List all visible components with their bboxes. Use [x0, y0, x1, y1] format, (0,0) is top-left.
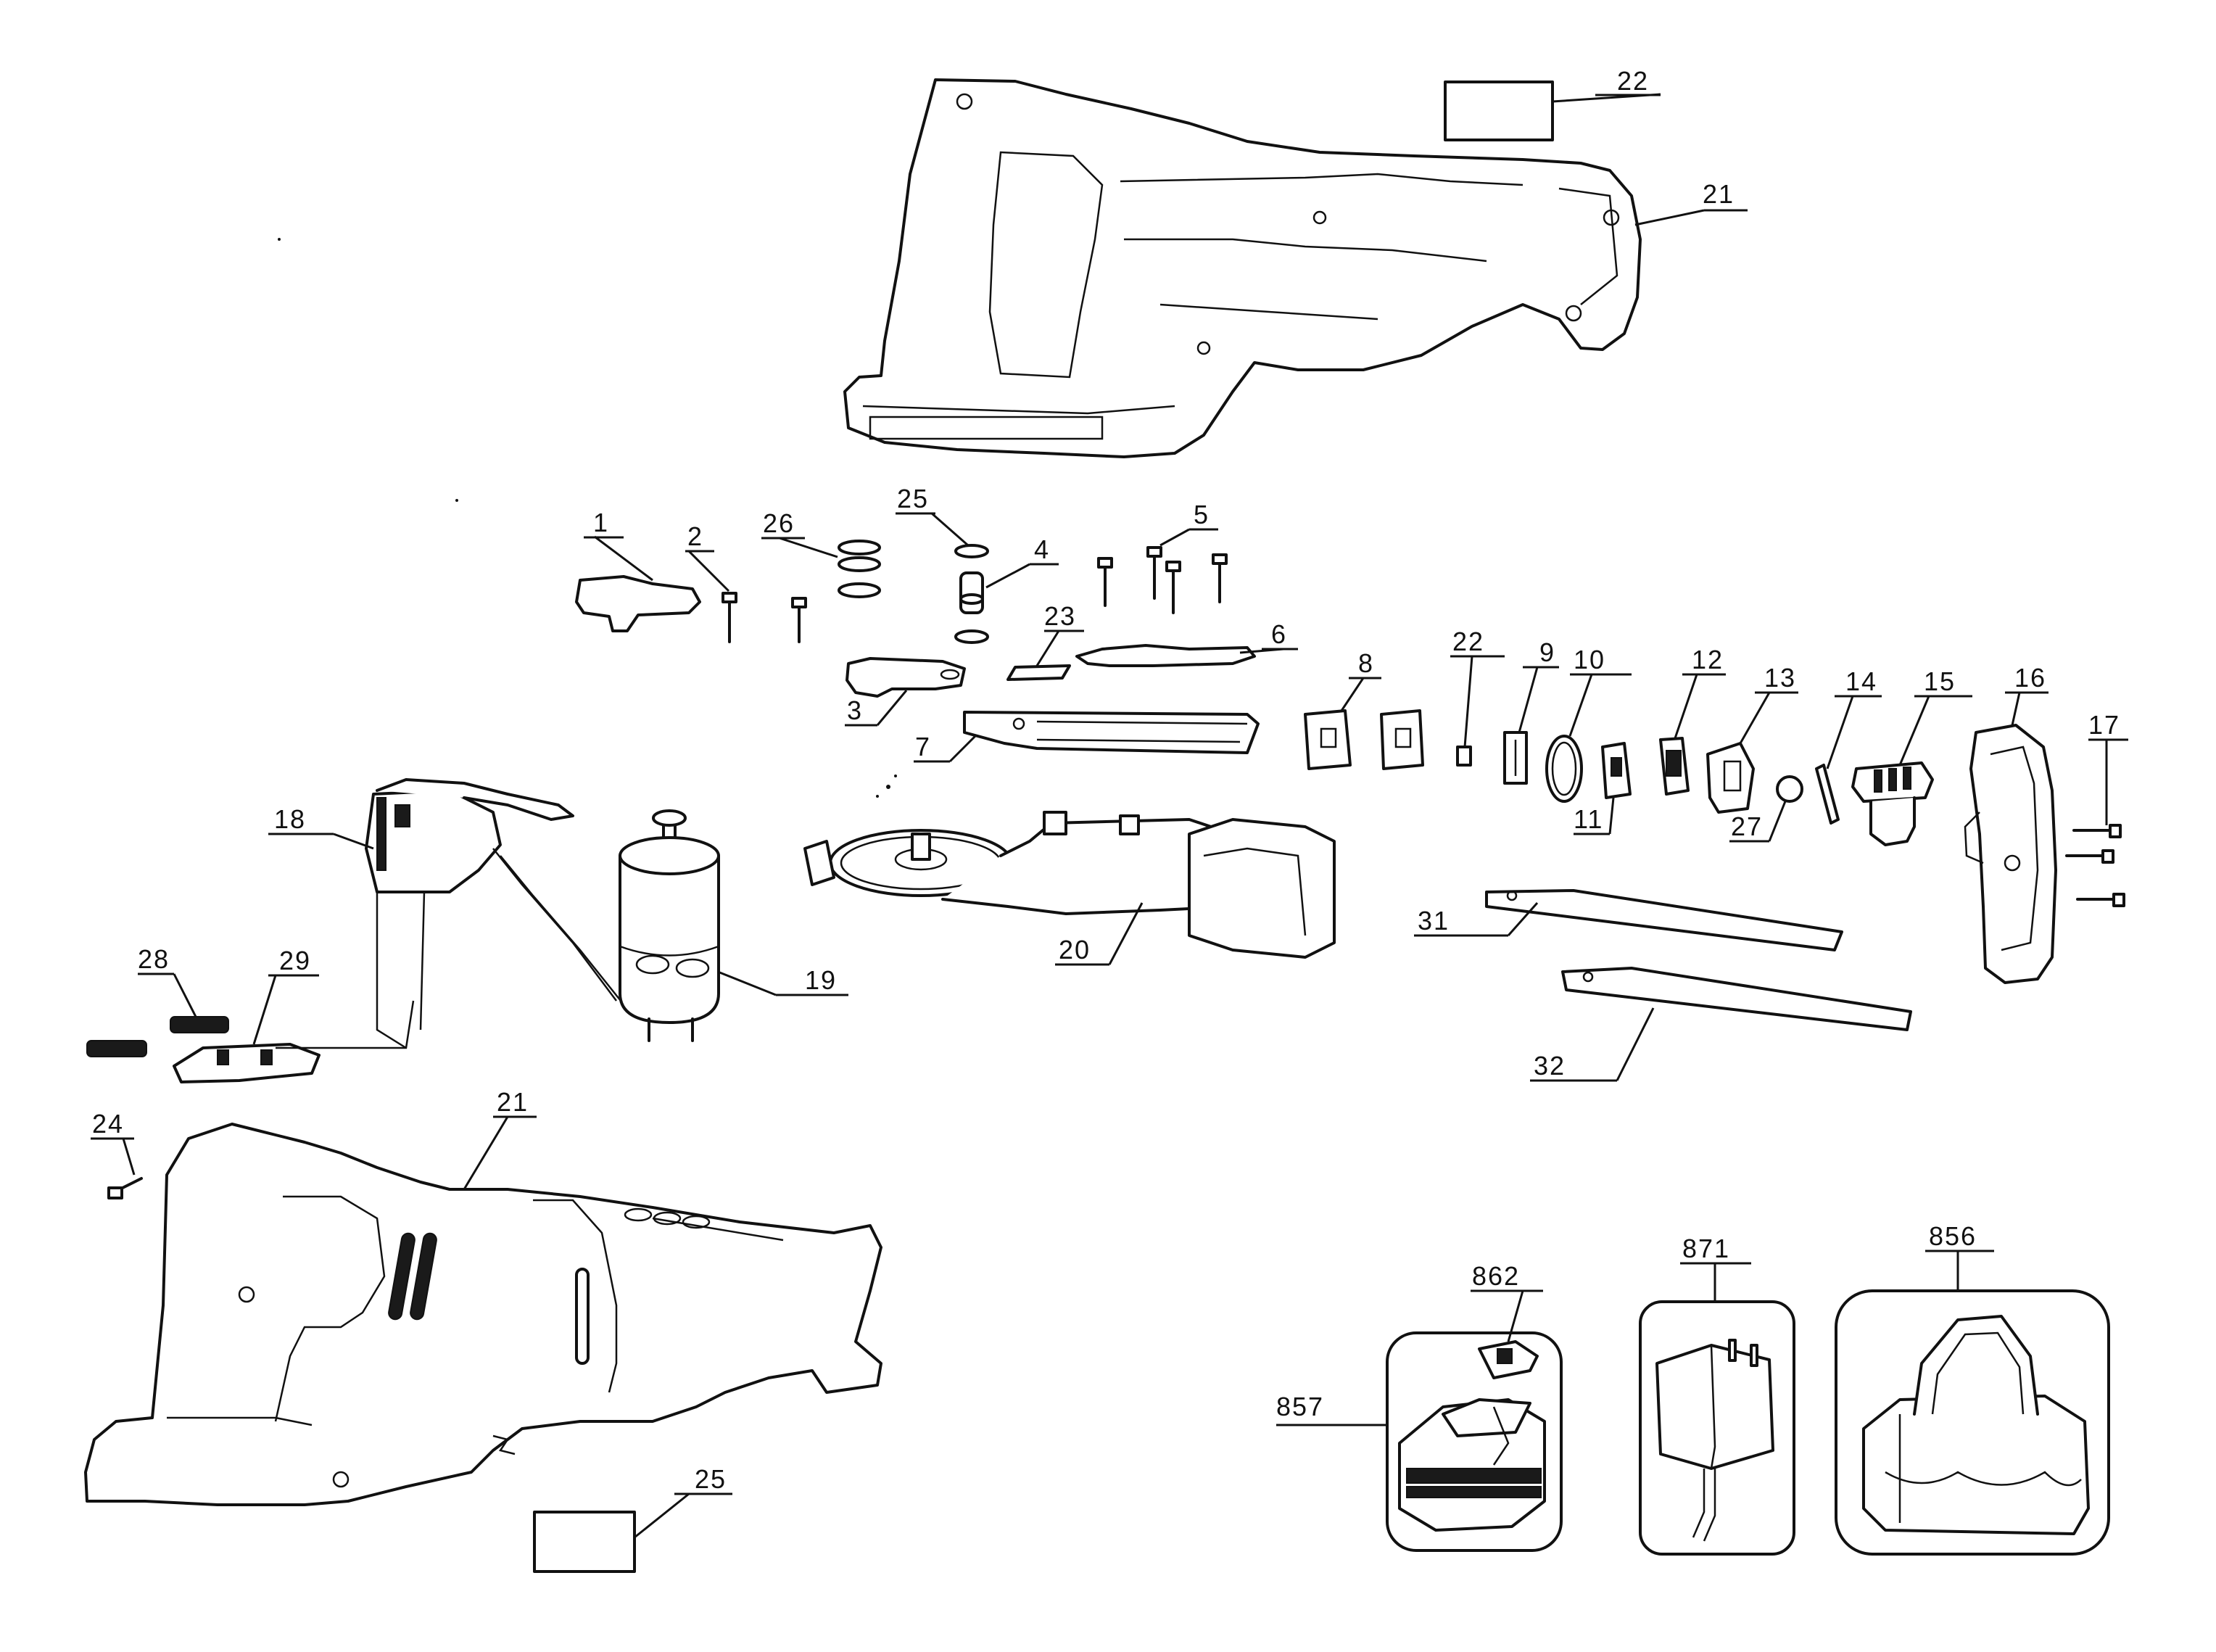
part-31-brushes — [86, 1016, 229, 1057]
callout-12: 12 — [1692, 645, 1724, 674]
part-16-nose-cap — [1964, 724, 2057, 984]
part-23 — [1456, 746, 1472, 767]
part-6-plate — [1075, 644, 1256, 667]
callout-4: 4 — [1034, 534, 1050, 564]
part-8-blocks — [1304, 709, 1424, 770]
callout-9: 9 — [1539, 637, 1555, 667]
callout-32: 29 — [279, 946, 311, 975]
callout-13: 13 — [1764, 663, 1796, 693]
callout-31: 28 — [138, 944, 170, 974]
callout-21-top: 21 — [1703, 179, 1735, 209]
callout-21-bottom: 21 — [497, 1087, 529, 1117]
part-7-plunger — [963, 711, 1260, 754]
callout-871: 871 — [1682, 1234, 1730, 1263]
callout-866: 857 — [1276, 1392, 1324, 1421]
accessory-871-charger — [1639, 1300, 1795, 1556]
callout-5: 5 — [1194, 500, 1210, 529]
callout-10: 10 — [1574, 645, 1605, 674]
callout-22: 22 — [1617, 66, 1649, 96]
part-20-gear-case — [803, 811, 1336, 959]
callout-6: 6 — [1271, 619, 1287, 649]
label-plate-29 — [533, 1511, 636, 1573]
accessory-866-battery — [1386, 1331, 1563, 1552]
callout-25: 25 — [897, 484, 929, 513]
callout-29: 25 — [695, 1464, 727, 1494]
blade-856 — [1485, 889, 1843, 951]
blade-857 — [1561, 967, 1912, 1031]
callout-18: 18 — [274, 804, 306, 834]
callout-8: 8 — [1358, 648, 1374, 678]
part-15-clamp — [1851, 761, 1934, 846]
callout-16: 16 — [2014, 663, 2046, 693]
part-3-yoke — [846, 657, 966, 698]
part-2-screws — [722, 592, 807, 643]
label-plate-22 — [1444, 80, 1554, 141]
part-19-motor — [619, 809, 720, 1042]
part-25-o-rings — [954, 544, 989, 644]
accessory-862-bag — [1835, 1289, 2110, 1556]
part-24-pad — [1006, 664, 1071, 681]
callout-7: 7 — [915, 732, 931, 761]
callout-867: 862 — [1472, 1261, 1520, 1291]
callout-19: 19 — [805, 965, 837, 995]
part-27-ball — [1776, 775, 1803, 803]
part-1-switch-lever — [575, 575, 701, 632]
callout-3: 3 — [847, 695, 863, 725]
callout-27: 27 — [1731, 811, 1763, 841]
callout-15: 15 — [1924, 666, 1956, 696]
callout-856: 31 — [1418, 906, 1450, 936]
callout-26: 26 — [763, 508, 795, 538]
callout-17: 17 — [2088, 710, 2120, 740]
part-28-screw — [107, 1177, 143, 1199]
callout-1: 1 — [593, 508, 609, 537]
part-13 — [1706, 742, 1755, 814]
callout-28: 24 — [92, 1109, 124, 1139]
part-32-brush-holder — [173, 1000, 415, 1083]
callout-24: 23 — [1044, 601, 1076, 631]
housing-half-top — [843, 78, 1642, 458]
part-17-screws — [2065, 824, 2125, 907]
callout-11: 11 — [1574, 804, 1603, 834]
callout-862: 856 — [1929, 1221, 1977, 1251]
part-18-switch — [365, 778, 624, 1049]
housing-outer-bottom — [84, 1123, 882, 1506]
part-26-washers — [838, 540, 881, 598]
callout-23: 22 — [1452, 627, 1484, 656]
callout-2: 2 — [687, 521, 703, 551]
callout-857: 32 — [1534, 1051, 1566, 1081]
part-4-bushing — [959, 571, 984, 614]
callout-20: 20 — [1059, 935, 1091, 965]
callout-14: 14 — [1845, 666, 1877, 696]
part-14-pin — [1815, 764, 1840, 825]
part-5-screws — [1097, 546, 1228, 614]
